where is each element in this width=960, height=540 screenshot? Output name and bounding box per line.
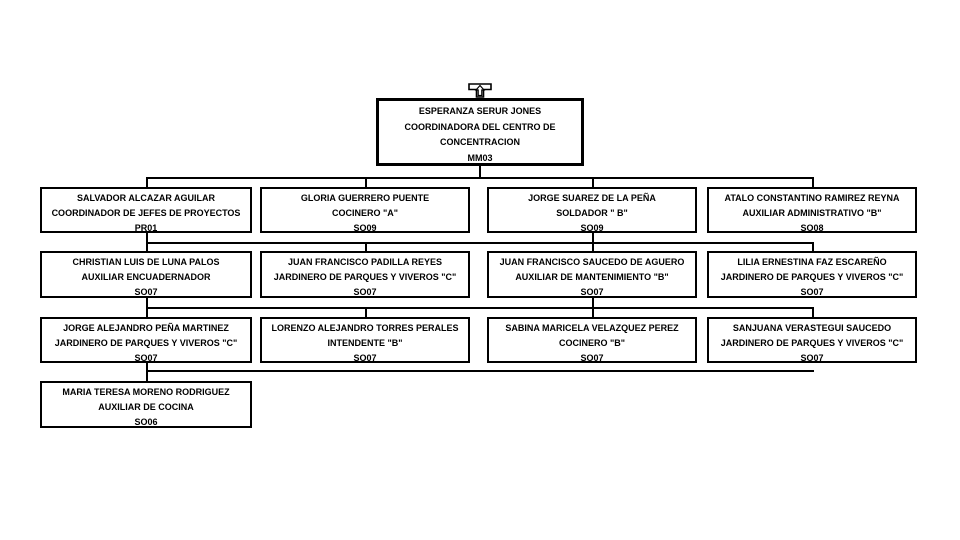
connector-drop <box>365 177 367 187</box>
org-node-r3c2: LORENZO ALEJANDRO TORRES PERALES INTENDE… <box>260 317 470 363</box>
person-name: JORGE ALEJANDRO PEÑA MARTINEZ <box>63 323 229 333</box>
person-name: CHRISTIAN LUIS DE LUNA PALOS <box>72 257 220 267</box>
job-title: INTENDENTE "B" <box>327 338 403 348</box>
connector-drop <box>592 298 594 317</box>
connector-rail-3 <box>146 307 814 309</box>
org-continuation-up-arrow-icon <box>468 83 492 98</box>
person-name: ATALO CONSTANTINO RAMIREZ REYNA <box>724 193 900 203</box>
job-title: COCINERO "B" <box>558 338 626 348</box>
org-node-r2c3: JUAN FRANCISCO SAUCEDO DE AGUERO AUXILIA… <box>487 251 697 298</box>
job-title: COORDINADOR DE JEFES DE PROYECTOS <box>51 208 241 218</box>
job-code: SO08 <box>800 223 824 233</box>
job-code: SO07 <box>580 353 604 363</box>
job-code: SO07 <box>800 353 824 363</box>
org-node-r2c2: JUAN FRANCISCO PADILLA REYES JARDINERO D… <box>260 251 470 298</box>
job-title: AUXILIAR DE MANTENIMIENTO "B" <box>515 272 669 282</box>
job-code: PR01 <box>134 223 158 233</box>
job-code: SO09 <box>353 223 377 233</box>
org-node-r1c2: GLORIA GUERRERO PUENTE COCINERO "A" SO09 <box>260 187 470 233</box>
org-node-r3c1: JORGE ALEJANDRO PEÑA MARTINEZ JARDINERO … <box>40 317 252 363</box>
connector-rail-4 <box>146 370 814 372</box>
connector-drop <box>812 307 814 317</box>
org-node-r4c1: MARIA TERESA MORENO RODRIGUEZ AUXILIAR D… <box>40 381 252 428</box>
connector-drop <box>592 233 594 251</box>
connector-drop <box>365 307 367 317</box>
org-node-root: ESPERANZA SERUR JONES COORDINADORA DEL C… <box>376 98 584 166</box>
org-node-r3c4: SANJUANA VERASTEGUI SAUCEDO JARDINERO DE… <box>707 317 917 363</box>
job-title: AUXILIAR ADMINISTRATIVO "B" <box>742 208 882 218</box>
connector-spine <box>479 166 481 177</box>
job-code: SO06 <box>134 417 158 427</box>
person-name: SANJUANA VERASTEGUI SAUCEDO <box>732 323 892 333</box>
job-code: SO09 <box>580 223 604 233</box>
job-title: JARDINERO DE PARQUES Y VIVEROS "C" <box>720 272 904 282</box>
job-code: SO07 <box>134 353 158 363</box>
job-title-line2: CONCENTRACION <box>440 137 520 147</box>
job-code: SO07 <box>353 287 377 297</box>
person-name: ESPERANZA SERUR JONES <box>418 106 542 116</box>
connector-drop <box>146 233 148 251</box>
job-title: AUXILIAR DE COCINA <box>98 402 194 412</box>
job-title: SOLDADOR " B" <box>556 208 628 218</box>
connector-drop <box>146 363 148 381</box>
job-code: SO07 <box>800 287 824 297</box>
connector-drop <box>146 177 148 187</box>
person-name: JUAN FRANCISCO PADILLA REYES <box>287 257 442 267</box>
org-node-r3c3: SABINA MARICELA VELAZQUEZ PEREZ COCINERO… <box>487 317 697 363</box>
person-name: JORGE SUAREZ DE LA PEÑA <box>528 193 656 203</box>
job-title: COCINERO "A" <box>331 208 399 218</box>
connector-drop <box>592 177 594 187</box>
connector-drop <box>146 298 148 317</box>
job-code: SO07 <box>580 287 604 297</box>
job-title: JARDINERO DE PARQUES Y VIVEROS "C" <box>720 338 904 348</box>
job-title: AUXILIAR ENCUADERNADOR <box>81 272 211 282</box>
job-code: SO07 <box>134 287 158 297</box>
connector-rail-1 <box>146 177 814 179</box>
person-name: MARIA TERESA MORENO RODRIGUEZ <box>62 387 230 397</box>
connector-drop <box>812 177 814 187</box>
org-node-r1c3: JORGE SUAREZ DE LA PEÑA SOLDADOR " B" SO… <box>487 187 697 233</box>
job-title-line1: COORDINADORA DEL CENTRO DE <box>404 121 556 132</box>
person-name: SALVADOR ALCAZAR AGUILAR <box>77 193 215 203</box>
org-node-r2c1: CHRISTIAN LUIS DE LUNA PALOS AUXILIAR EN… <box>40 251 252 298</box>
person-name: GLORIA GUERRERO PUENTE <box>300 193 430 203</box>
person-name: JUAN FRANCISCO SAUCEDO DE AGUERO <box>499 257 685 267</box>
person-name: LILIA ERNESTINA FAZ ESCAREÑO <box>737 257 887 267</box>
person-name: LORENZO ALEJANDRO TORRES PERALES <box>271 323 459 333</box>
connector-drop <box>812 242 814 251</box>
job-code: MM03 <box>467 152 493 163</box>
connector-drop <box>365 242 367 251</box>
job-title: JARDINERO DE PARQUES Y VIVEROS "C" <box>54 338 238 348</box>
org-node-r1c4: ATALO CONSTANTINO RAMIREZ REYNA AUXILIAR… <box>707 187 917 233</box>
org-node-r2c4: LILIA ERNESTINA FAZ ESCAREÑO JARDINERO D… <box>707 251 917 298</box>
org-node-r1c1: SALVADOR ALCAZAR AGUILAR COORDINADOR DE … <box>40 187 252 233</box>
connector-rail-2 <box>146 242 814 244</box>
person-name: SABINA MARICELA VELAZQUEZ PEREZ <box>505 323 679 333</box>
job-code: SO07 <box>353 353 377 363</box>
job-title: JARDINERO DE PARQUES Y VIVEROS "C" <box>273 272 457 282</box>
